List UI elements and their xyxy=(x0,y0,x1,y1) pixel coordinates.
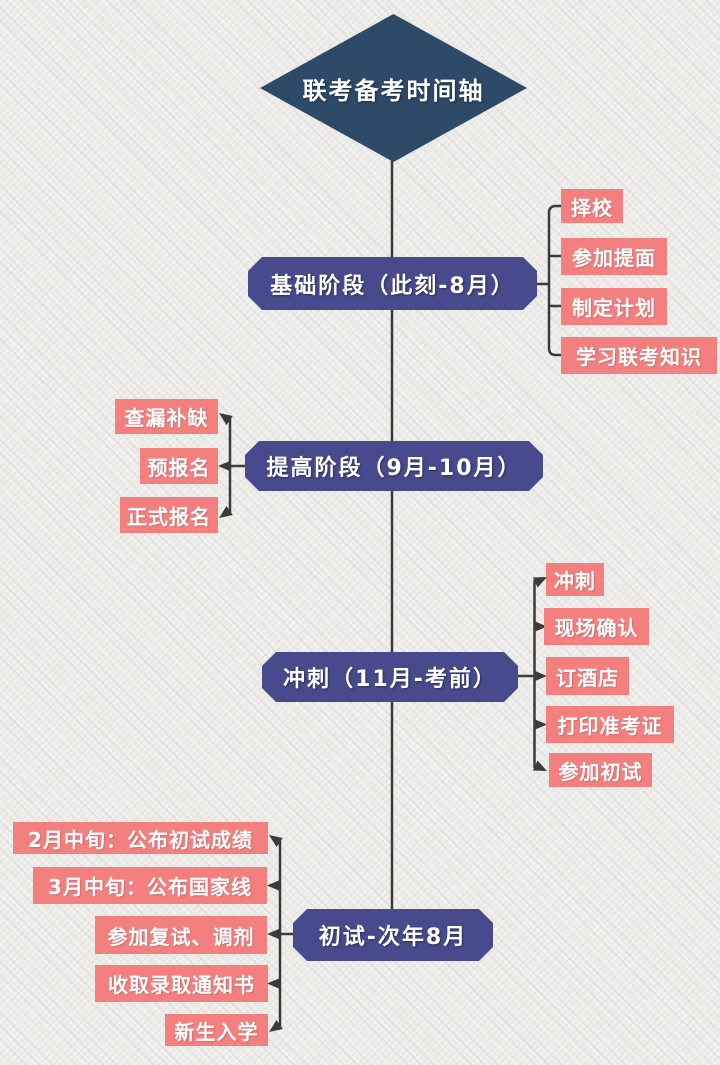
branch-item: 新生入学 xyxy=(165,1014,268,1046)
branch-item: 3月中旬：公布国家线 xyxy=(33,867,267,904)
stage1-connector xyxy=(535,204,563,357)
stage-box-basic: 基础阶段（此刻-8月） xyxy=(248,257,537,310)
branch-item: 2月中旬：公布初试成绩 xyxy=(13,822,268,854)
branch-item: 制定计划 xyxy=(561,288,667,325)
stage2-connector xyxy=(228,417,247,514)
branch-item: 正式报名 xyxy=(120,497,218,533)
branch-item: 预报名 xyxy=(140,448,218,484)
branch-item: 打印准考证 xyxy=(546,706,674,743)
branch-item: 查漏补缺 xyxy=(115,399,218,434)
branch-item: 参加提面 xyxy=(561,238,667,275)
branch-item: 现场确认 xyxy=(544,608,649,645)
branch-item: 收取录取通知书 xyxy=(95,965,268,1002)
branch-item: 冲刺 xyxy=(546,563,604,596)
branch-item: 参加初试 xyxy=(549,753,652,787)
stage-box-sprint: 冲刺（11月-考前） xyxy=(262,652,518,702)
branch-item: 择校 xyxy=(561,189,623,223)
connector-arrowheads xyxy=(218,413,547,1032)
timeline-title: 联考备考时间轴 xyxy=(302,76,485,105)
branch-item: 订酒店 xyxy=(546,657,629,695)
stage3-connector xyxy=(516,579,536,769)
stage-box-improve: 提高阶段（9月-10月） xyxy=(245,441,543,491)
stage-box-exam: 初试-次年8月 xyxy=(293,909,493,961)
branch-item: 学习联考知识 xyxy=(561,337,717,374)
branch-item: 参加复试、调剂 xyxy=(95,916,267,954)
stage4-connector xyxy=(278,839,295,1028)
